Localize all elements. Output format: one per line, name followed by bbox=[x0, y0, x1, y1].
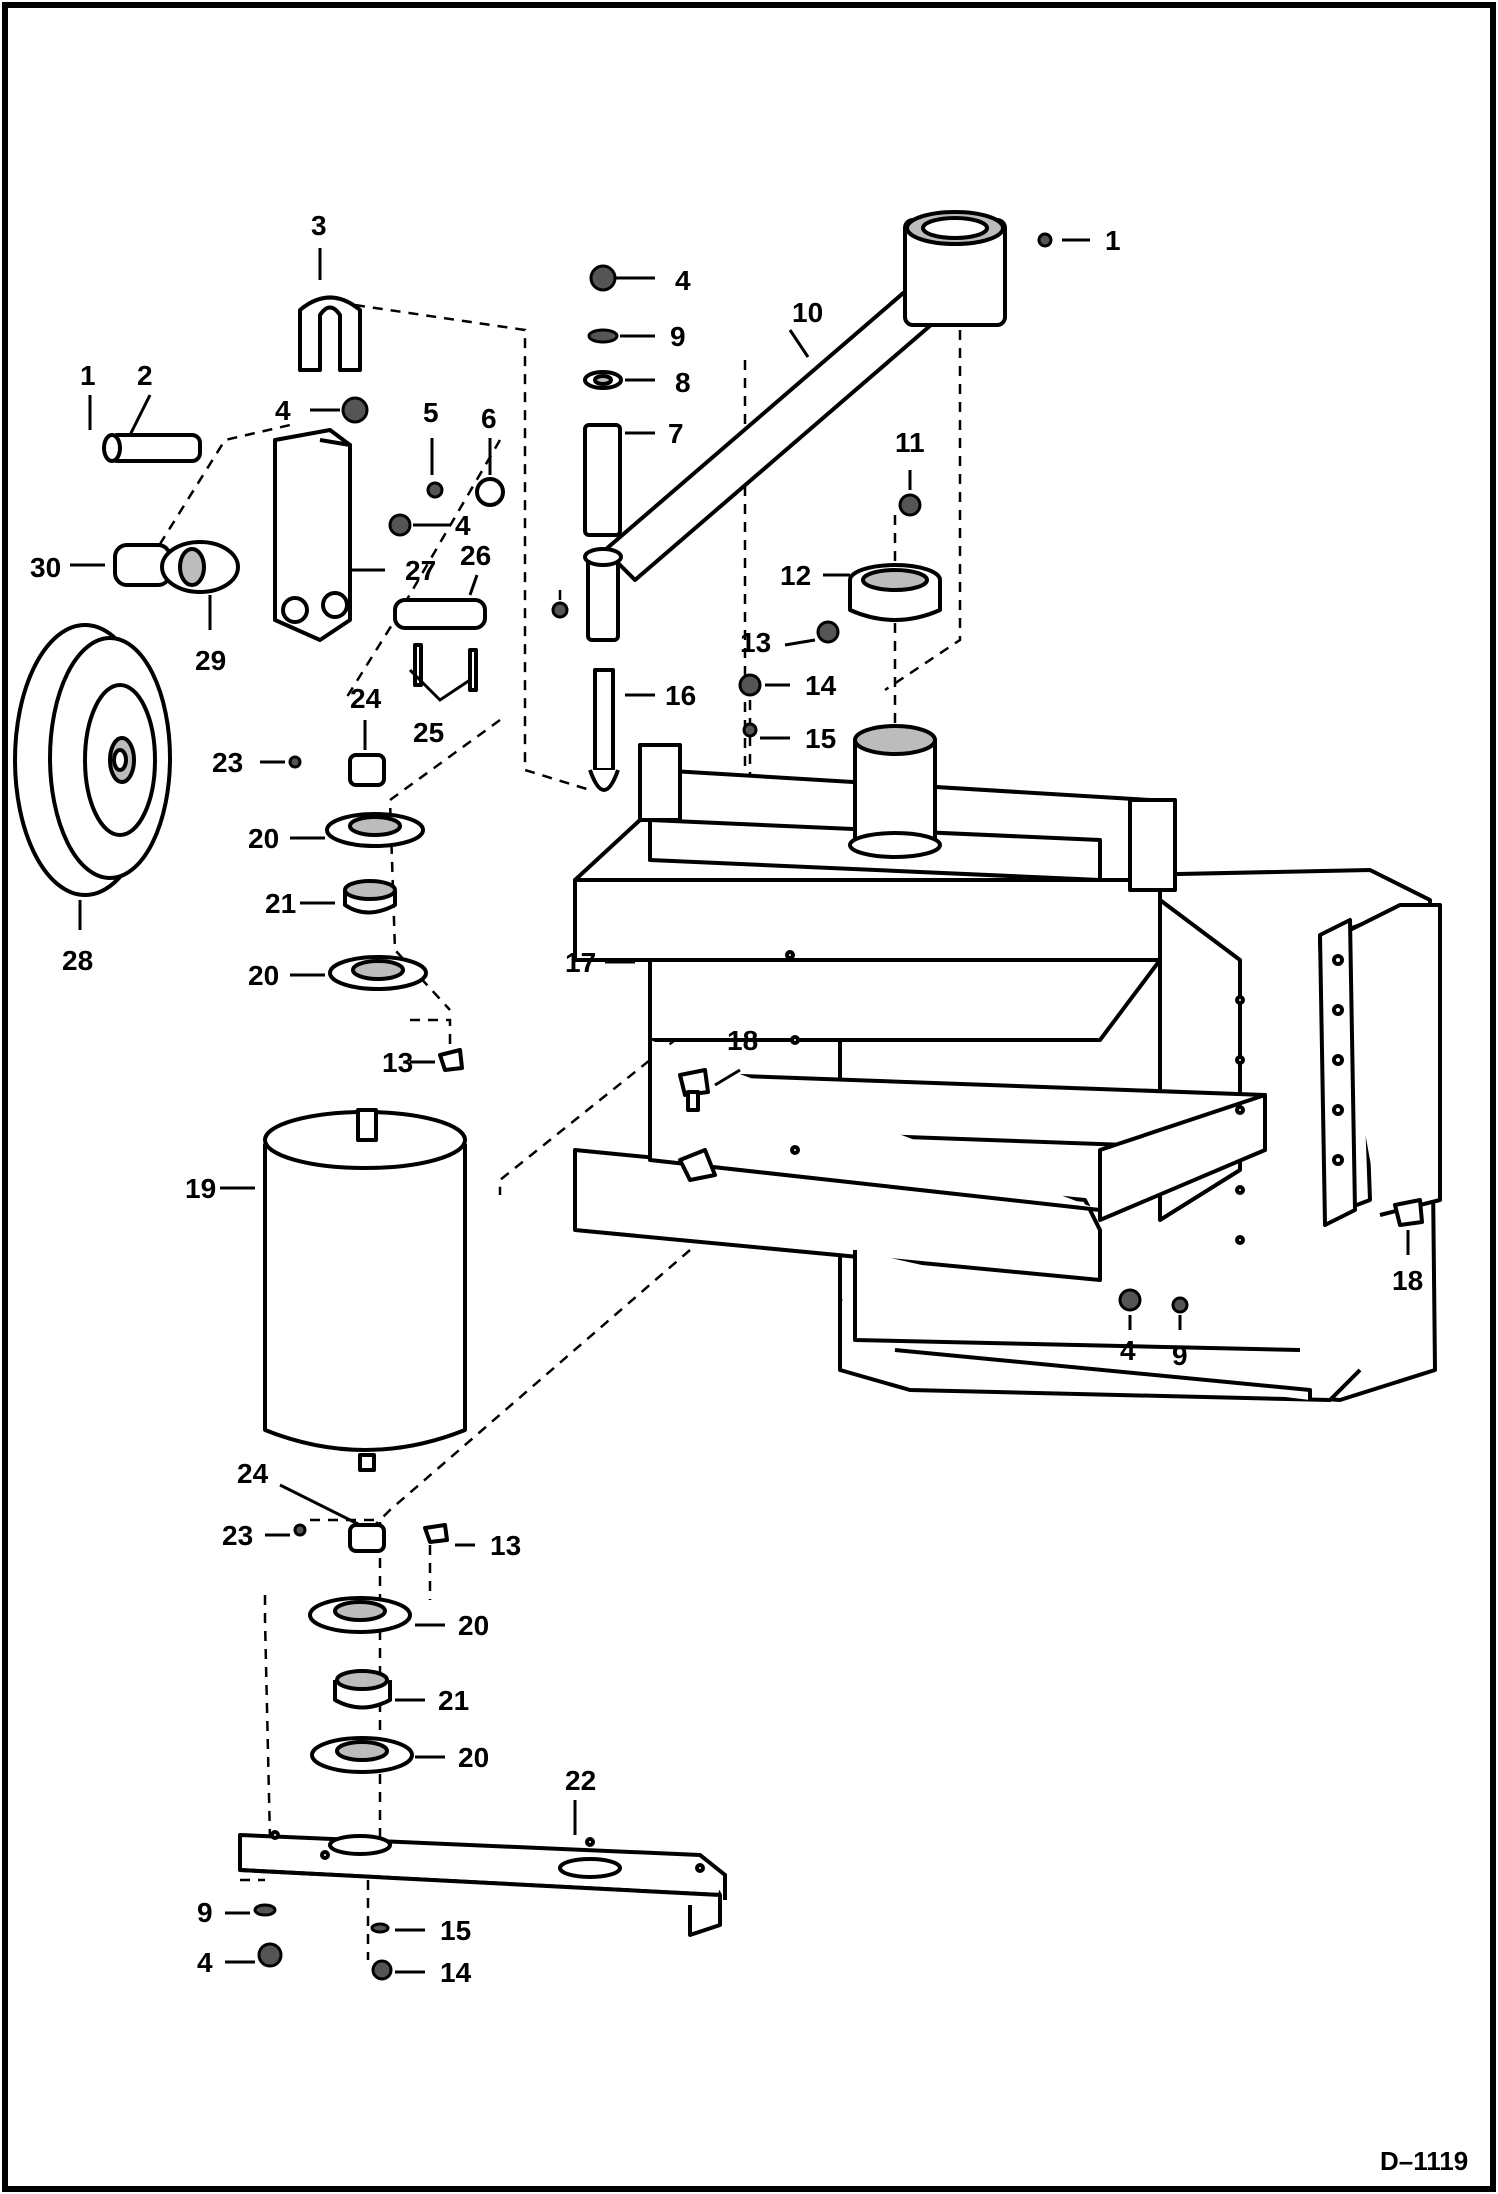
callout-9-top: 9 bbox=[670, 321, 686, 352]
callout-9-hopper: 9 bbox=[1172, 1340, 1188, 1371]
callout-29: 29 bbox=[195, 645, 226, 676]
callout-28: 28 bbox=[62, 945, 93, 976]
callout-13-lower: 13 bbox=[490, 1530, 521, 1561]
callout-21-lower: 21 bbox=[438, 1685, 469, 1716]
callout-15-plate: 15 bbox=[440, 1915, 471, 1946]
callout-14-plate: 14 bbox=[440, 1957, 472, 1988]
callout-10: 10 bbox=[792, 297, 823, 328]
callout-4-plate: 4 bbox=[197, 1947, 213, 1978]
callout-6: 6 bbox=[481, 403, 497, 434]
bracket-assembly bbox=[102, 295, 505, 692]
upper-bearing-stack bbox=[288, 753, 464, 1072]
callout-8: 8 bbox=[675, 367, 691, 398]
callout-20-upper-a: 20 bbox=[248, 823, 279, 854]
callout-23-upper: 23 bbox=[212, 747, 243, 778]
callout-15-arm: 15 bbox=[805, 723, 836, 754]
callout-1-left: 1 bbox=[80, 360, 96, 391]
callout-26: 26 bbox=[460, 540, 491, 571]
leader-lines bbox=[70, 238, 1410, 1974]
callout-24-upper: 24 bbox=[350, 683, 382, 714]
callout-18-right: 18 bbox=[1392, 1265, 1423, 1296]
callout-22: 22 bbox=[565, 1765, 596, 1796]
callout-4-nut: 4 bbox=[455, 510, 471, 541]
callout-30: 30 bbox=[30, 552, 61, 583]
callout-23-lower: 23 bbox=[222, 1520, 253, 1551]
callout-1-top-right: 1 bbox=[1105, 225, 1121, 256]
callout-25: 25 bbox=[413, 717, 444, 748]
pulley bbox=[13, 623, 172, 897]
callout-4-hopper: 4 bbox=[1120, 1335, 1136, 1366]
base-plate bbox=[238, 1830, 727, 1981]
callout-16: 16 bbox=[665, 680, 696, 711]
drawing-reference: D–1119 bbox=[1380, 2146, 1468, 2176]
callout-24-lower: 24 bbox=[237, 1458, 269, 1489]
callout-13-bearing: 13 bbox=[382, 1047, 413, 1078]
callout-13-arm: 13 bbox=[740, 627, 771, 658]
callout-4-top: 4 bbox=[675, 265, 691, 296]
drum bbox=[263, 1108, 467, 1472]
callout-3: 3 bbox=[311, 210, 327, 241]
callout-11: 11 bbox=[895, 427, 925, 458]
callout-2: 2 bbox=[137, 360, 153, 391]
callout-4-bracket: 4 bbox=[275, 395, 291, 426]
callout-20-upper-b: 20 bbox=[248, 960, 279, 991]
callout-18-left: 18 bbox=[727, 1025, 758, 1056]
callout-19: 19 bbox=[185, 1173, 216, 1204]
swing-arm bbox=[551, 210, 1053, 859]
callout-12: 12 bbox=[780, 560, 811, 591]
callout-21-upper: 21 bbox=[265, 888, 296, 919]
callout-7: 7 bbox=[668, 418, 684, 449]
callouts: 1 1 2 3 4 4 4 4 4 5 6 7 8 9 9 9 10 11 12… bbox=[30, 210, 1468, 2176]
callout-20-lower-a: 20 bbox=[458, 1610, 489, 1641]
hopper-frame bbox=[573, 743, 1442, 1402]
callout-9-plate: 9 bbox=[197, 1897, 213, 1928]
callout-17: 17 bbox=[565, 947, 596, 978]
lower-bearing-stack bbox=[293, 1523, 449, 1774]
callout-20-lower-b: 20 bbox=[458, 1742, 489, 1773]
callout-5: 5 bbox=[423, 397, 439, 428]
callout-14-arm: 14 bbox=[805, 670, 837, 701]
callout-27: 27 bbox=[405, 555, 436, 586]
